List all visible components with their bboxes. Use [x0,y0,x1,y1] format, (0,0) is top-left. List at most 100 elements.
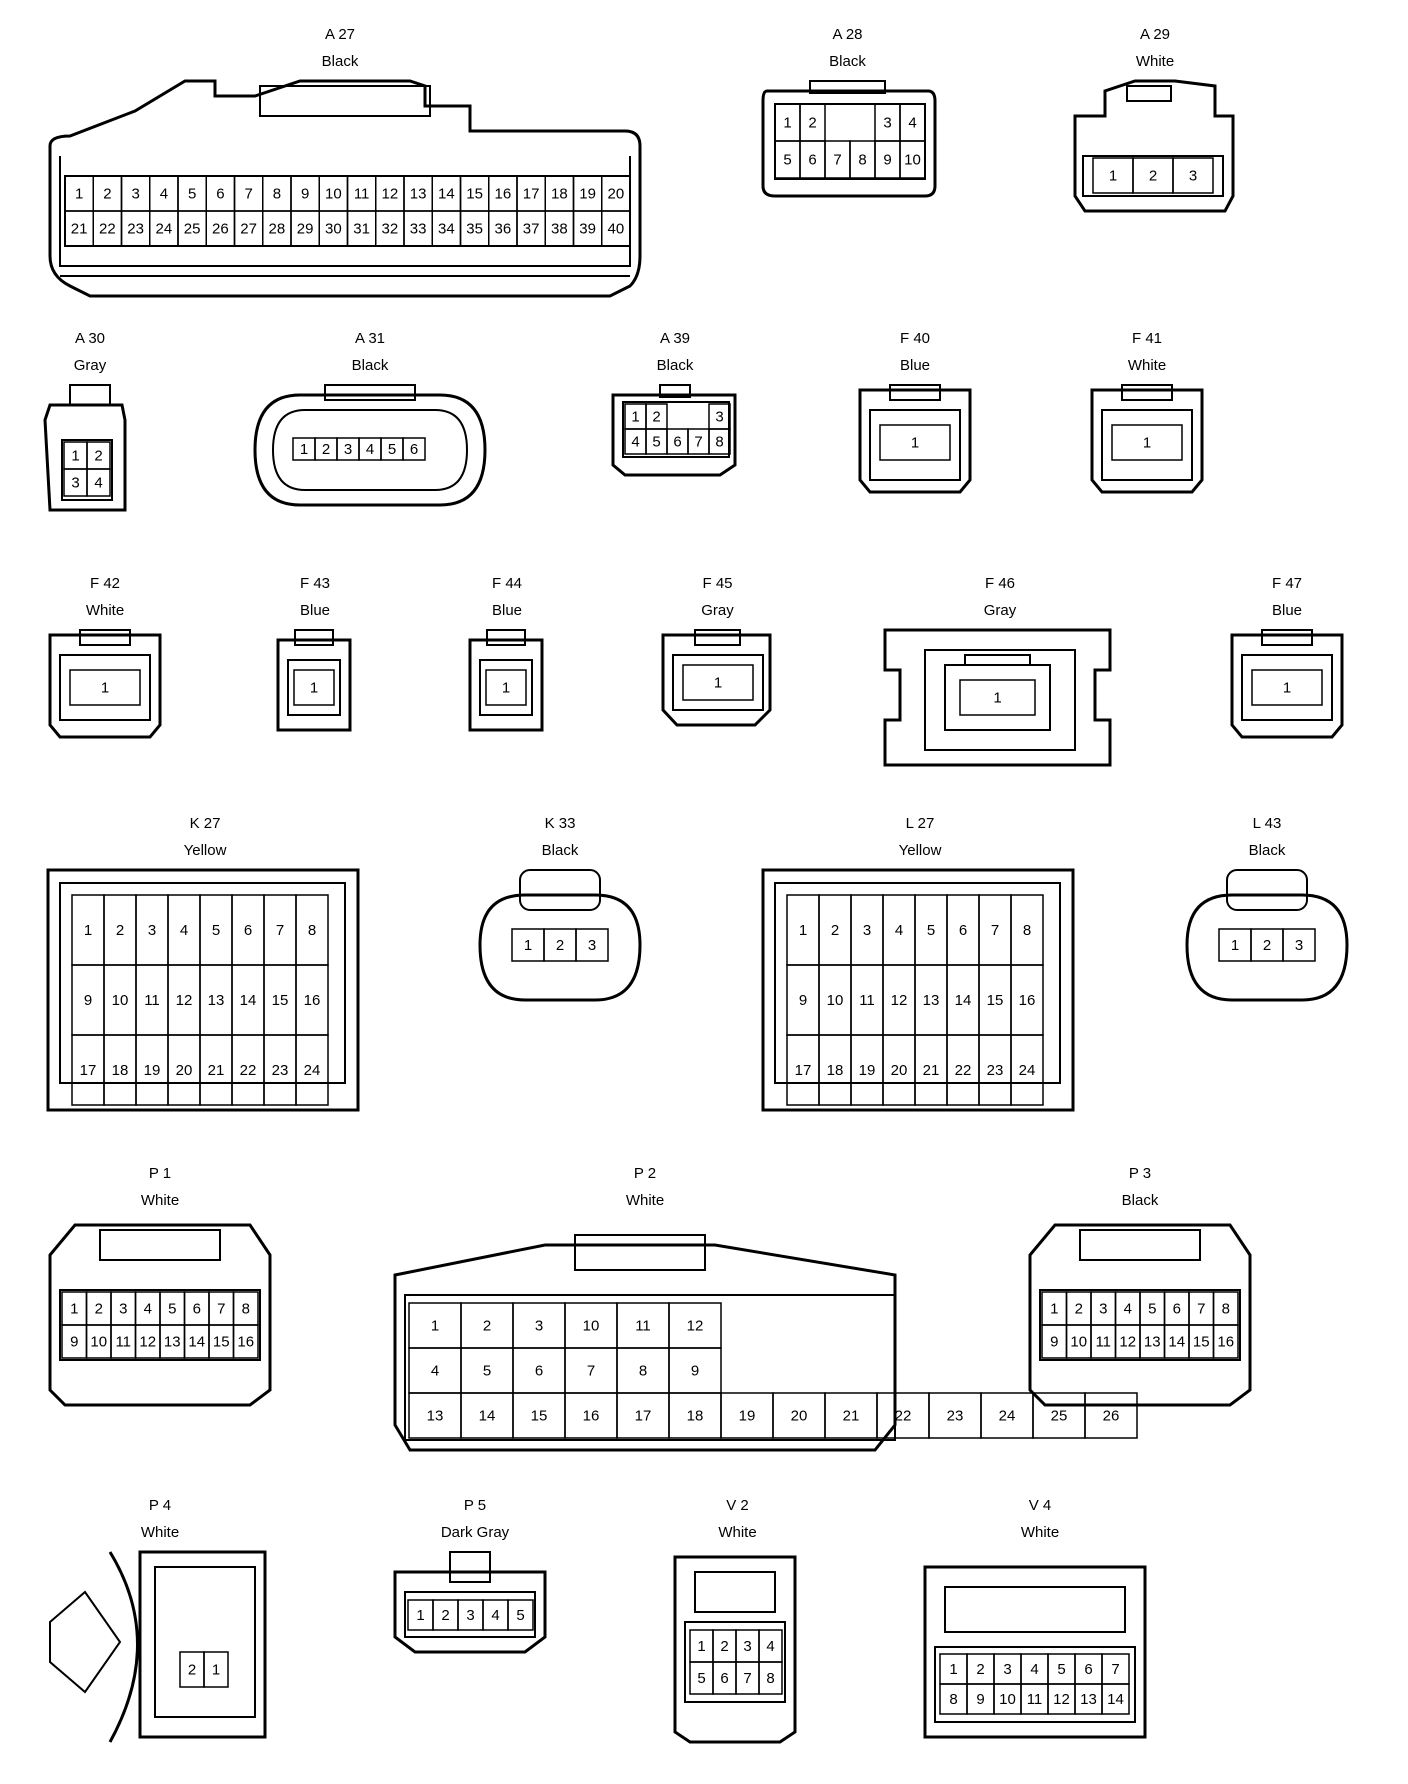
connector-code: F 46 [984,575,1015,592]
pin-number: 18 [687,1408,704,1425]
pin-number: 1 [993,690,1001,707]
pin-number: 19 [144,1062,161,1079]
pin-number: 4 [766,1638,774,1655]
pin-number: 16 [237,1334,254,1351]
pin-number: 3 [863,922,871,939]
pin-number: 21 [923,1062,940,1079]
pin-number: 1 [1231,937,1239,954]
connector-code: P 4 [148,1497,172,1514]
pin-number: 13 [427,1408,444,1425]
pin-number: 5 [483,1363,491,1380]
pin-grid: 1 [69,669,141,706]
pin-number: 4 [1030,1661,1038,1678]
connector-code: V 2 [726,1497,749,1514]
pin-number: 1 [714,675,722,692]
pin-number: 4 [491,1607,499,1624]
pin-number: 5 [168,1301,176,1318]
pin-number: 26 [1103,1408,1120,1425]
connector-code: L 43 [1252,815,1282,832]
pin-number: 13 [410,186,427,203]
pin-number: 2 [483,1318,491,1335]
pin-number: 2 [808,115,816,132]
pin-number: 18 [551,186,568,203]
pin-number: 1 [1109,168,1117,185]
connector-f41: F 41 White 1 [1082,330,1212,500]
pin-number: 9 [799,992,807,1009]
pin-number: 29 [297,221,314,238]
pin-number: 8 [1222,1301,1230,1318]
connector-code: P 2 [633,1165,657,1182]
connector-color: White [85,602,125,619]
pin-number: 1 [75,186,83,203]
pin-number: 15 [213,1334,230,1351]
pin-number: 3 [148,922,156,939]
pin-number: 30 [325,221,342,238]
pin-grid: 1 [1111,424,1183,461]
pin-number: 5 [388,441,396,458]
connector-color: White [1135,53,1175,70]
pin-number: 5 [652,434,660,451]
connector-color: White [1020,1524,1060,1541]
pin-number: 3 [1099,1301,1107,1318]
pin-number: 2 [720,1638,728,1655]
pin-number: 4 [366,441,374,458]
connector-f42: F 42 White 1 [40,575,170,745]
connector-color: Black [1121,1192,1159,1209]
pin-number: 5 [212,922,220,939]
pin-number: 13 [164,1334,181,1351]
pin-number: 10 [325,186,342,203]
pin-grid: 1 [485,669,527,706]
pin-number: 12 [382,186,399,203]
pin-number: 2 [322,441,330,458]
pin-number: 12 [891,992,908,1009]
pin-number: 7 [217,1301,225,1318]
pin-number: 16 [583,1408,600,1425]
pin-number: 23 [947,1408,964,1425]
pin-number: 10 [583,1318,600,1335]
connector-code: F 44 [491,575,522,592]
pin-number: 2 [556,937,564,954]
connector-color: Black [829,53,866,70]
pin-number: 1 [71,448,79,465]
connector-body: 1 [276,629,352,732]
pin-number: 2 [976,1661,984,1678]
pin-number: 2 [95,1301,103,1318]
pin-number: 4 [631,434,639,451]
pin-grid: 1 [293,669,335,706]
pin-number: 4 [1124,1301,1132,1318]
pin-number: 6 [410,441,418,458]
pin-cell [708,428,731,455]
pin-number: 5 [927,922,935,939]
connector-color: White [140,1524,180,1541]
pin-number: 16 [304,992,321,1009]
pin-number: 15 [1193,1334,1210,1351]
connector-color: Yellow [183,842,227,859]
pin-number: 12 [139,1334,156,1351]
pin-number: 40 [608,221,625,238]
pin-number: 32 [382,221,399,238]
pin-number: 10 [90,1334,107,1351]
connector-code: K 27 [189,815,221,832]
pin-number: 6 [673,434,681,451]
pin-number: 21 [843,1408,860,1425]
connector-f46: F 46 Gray 1 [880,575,1120,775]
